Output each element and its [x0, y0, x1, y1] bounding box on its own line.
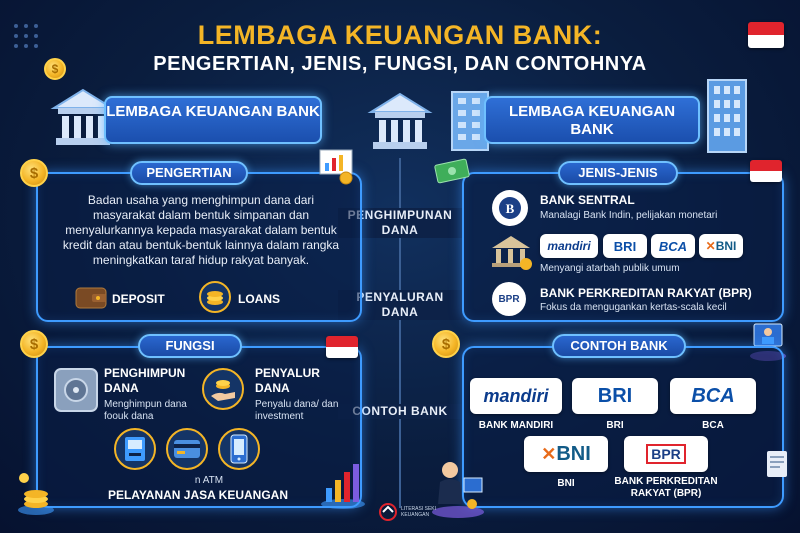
indonesia-flag-icon [750, 160, 782, 182]
mandiri-logo-text: mandiri [483, 385, 549, 406]
bpr-desc: Fokus da mengugankan kertas-scala kecil [540, 302, 727, 313]
bpr-logo-text: BPR [646, 444, 686, 464]
logo-bca-small: BCA [651, 234, 695, 258]
coin-icon: $ [44, 58, 66, 80]
deposit-label: DEPOSIT [112, 292, 165, 306]
pengertian-tag: PENGERTIAN [130, 161, 248, 185]
contoh-panel [462, 346, 784, 508]
bri-logo-text: BRI [597, 384, 633, 407]
bank-umum-desc: Menyangi atarbah publik umum [540, 263, 680, 274]
bank-name-bni: BNI [557, 478, 575, 489]
mandiri-logo-text: mandiri [547, 239, 591, 253]
penghimpun-title: PENGHIMPUN DANA [104, 366, 186, 395]
center-divider [399, 158, 401, 508]
bni-logo-text: BNI [556, 442, 591, 465]
penyalur-block: PENYALUR DANA Penyalu dana/ dan investme… [255, 366, 351, 423]
page-subtitle: PENGERTIAN, JENIS, FUNGSI, DAN CONTOHNYA [153, 53, 647, 75]
brand-logo-icon [379, 503, 397, 521]
bank-sentral-title: BANK SENTRAL [540, 193, 635, 207]
indonesia-flag-icon [326, 336, 358, 358]
logo-bca: BCA [670, 378, 756, 414]
bank-sentral-desc: Manalagi Bank Indin, pelijakan monetari [540, 210, 718, 221]
indonesia-flag-icon [748, 22, 784, 48]
credit-card-icon [166, 428, 208, 470]
jenis-tag: JENIS-JENIS [558, 161, 678, 185]
bri-logo-text: BRI [613, 238, 637, 254]
loans-label: LOANS [238, 292, 280, 306]
coin-icon: $ [20, 330, 48, 358]
office-building-icon [446, 82, 496, 157]
atm-label: n ATM [194, 475, 224, 486]
penghimpun-desc: Menghimpun dana foouk dana [104, 399, 187, 422]
bni-logo-text: BNI [715, 239, 737, 253]
right-header-pill: LEMBAGA KEUANGAN BANK [484, 96, 700, 144]
pengertian-text: Badan usaha yang menghimpun dana dari ma… [62, 193, 340, 267]
center-label-contoh: CONTOH BANK [338, 404, 462, 419]
coin-pile-icon [14, 468, 58, 523]
dots-decoration [14, 24, 38, 48]
penyalur-desc: Penyalu dana/ dan investment [255, 399, 339, 422]
skyscraper-icon [700, 76, 756, 161]
svg-text:B: B [506, 201, 515, 216]
bpr-logo-text-small: BPR [498, 293, 520, 305]
bank-name-bri: BRI [606, 420, 624, 431]
coin-icon: $ [20, 159, 48, 187]
chart-presentation-icon [318, 146, 356, 191]
left-header-pill: LEMBAGA KEUANGAN BANK [104, 96, 322, 144]
logo-mandiri-small: mandiri [540, 234, 598, 258]
document-icon [766, 450, 788, 483]
page-title: LEMBAGA KEUANGAN BANK: [197, 20, 603, 50]
logo-mandiri: mandiri [470, 378, 562, 414]
penyalur-title: PENYALUR DANA [255, 366, 320, 395]
bank-name-mandiri: BANK MANDIRI [478, 420, 554, 431]
wallet-icon [74, 282, 108, 317]
logo-bri: BRI [572, 378, 658, 414]
footer-brand: LITERASI SEKI KEUANGAN [378, 502, 439, 522]
bca-logo-text: BCA [658, 238, 688, 254]
bank-name-bpr: BANK PERKREDITAN RAKYAT (BPR) [614, 476, 718, 499]
cash-icon [434, 156, 474, 191]
bpr-title: BANK PERKREDITAN RAKYAT (BPR) [540, 286, 752, 300]
brand-text: LITERASI SEKI KEUANGAN [401, 506, 437, 518]
bank-umum-icon [488, 234, 534, 277]
bar-chart-icon [318, 458, 368, 515]
bpr-logo-icon: BPR [492, 282, 526, 316]
logo-bri-small: BRI [603, 234, 647, 258]
mobile-banking-icon [218, 428, 260, 470]
penghimpun-block: PENGHIMPUN DANA Menghimpun dana foouk da… [104, 366, 200, 423]
services-label: PELAYANAN JASA KEUANGAN [107, 488, 289, 502]
logo-bni-small: ✕BNI [699, 234, 743, 258]
center-bank-icon [367, 90, 433, 159]
atm-icon [114, 428, 156, 470]
logo-bni: ✕BNI [524, 436, 608, 472]
businessman-icon [428, 456, 488, 525]
bank-name-bca: BCA [702, 420, 724, 431]
hand-coin-icon [202, 368, 244, 410]
coin-stack-icon [198, 280, 232, 319]
bca-logo-text: BCA [691, 384, 735, 407]
bank-indonesia-logo-icon: B [492, 190, 528, 226]
contoh-tag: CONTOH BANK [552, 334, 686, 358]
bank-building-icon [50, 86, 116, 153]
fungsi-tag: FUNGSI [138, 334, 242, 358]
coin-icon: $ [432, 330, 460, 358]
logo-bpr: BPR [624, 436, 708, 472]
vault-icon [52, 366, 100, 419]
